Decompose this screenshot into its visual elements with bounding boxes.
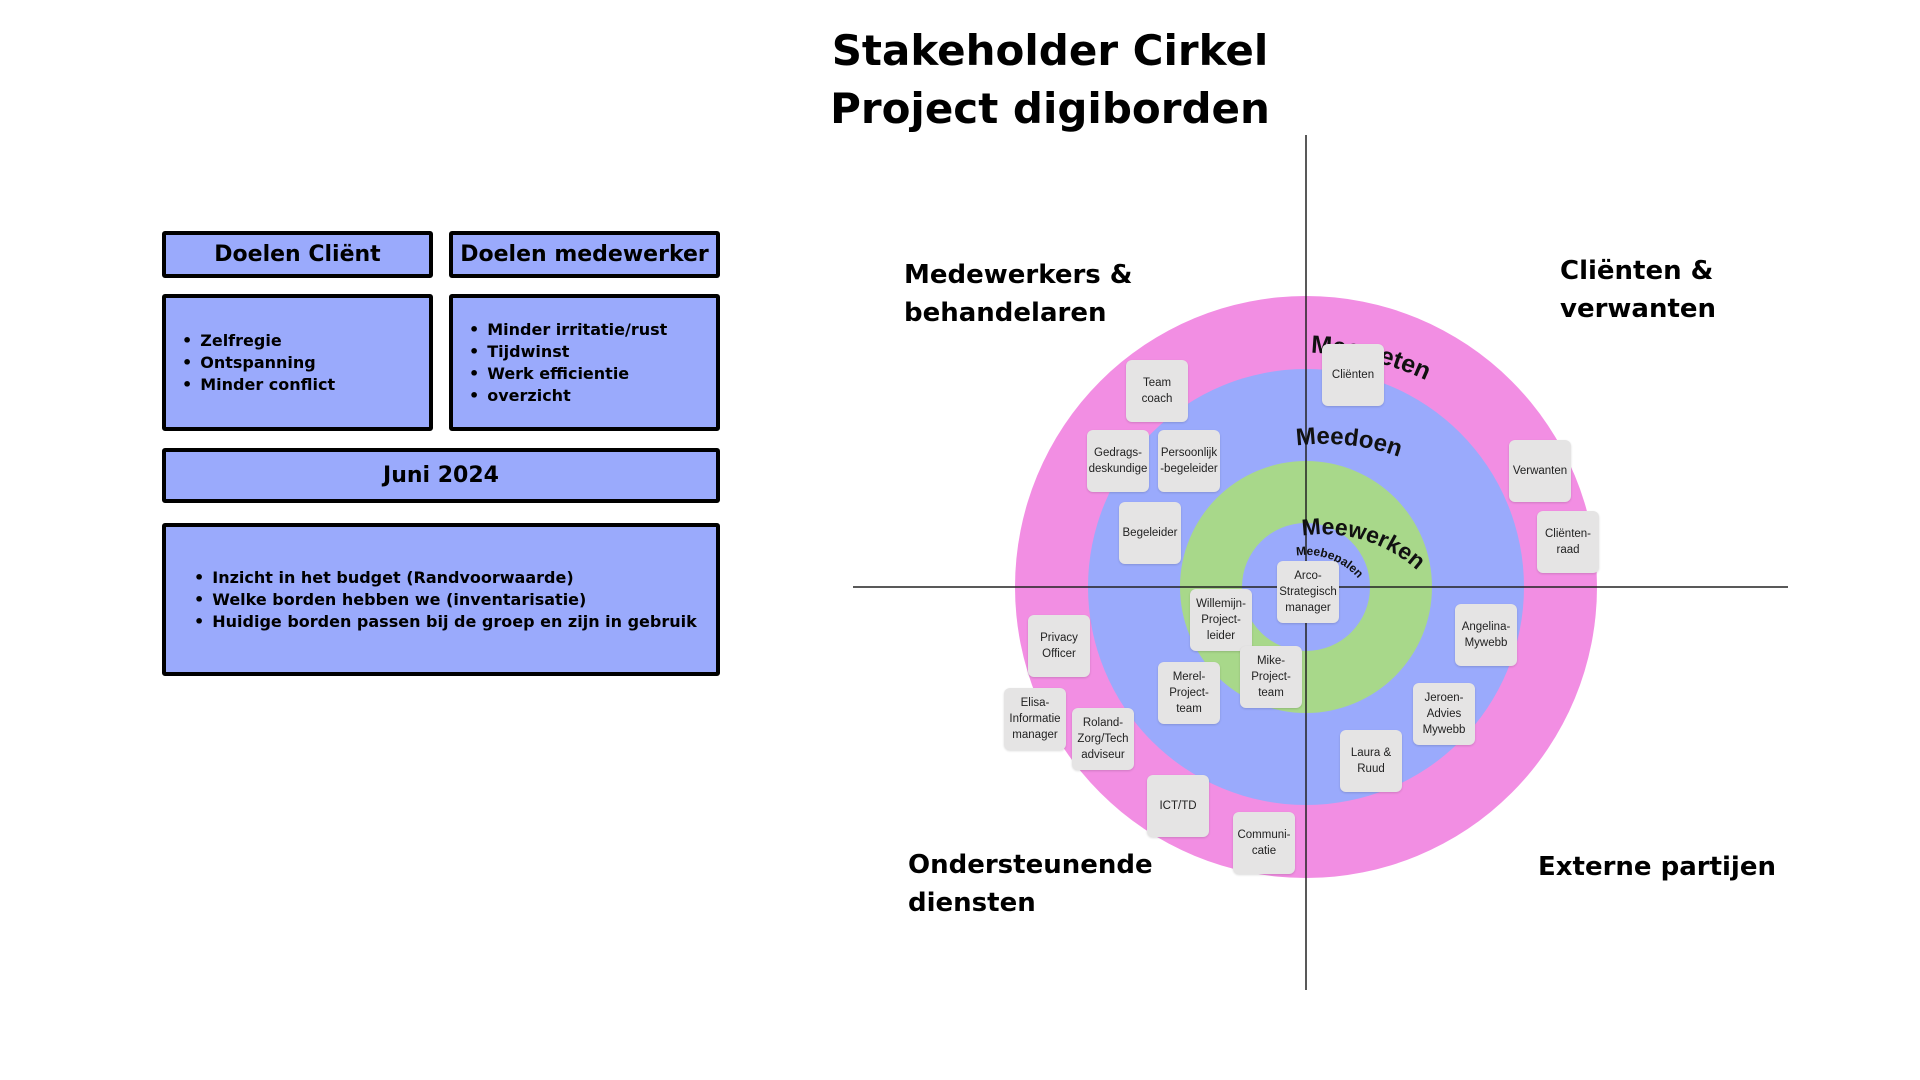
- stakeholder-note-willemijn: Willemijn- Project- leider: [1190, 589, 1252, 651]
- stakeholder-note-gedragsdeskundige: Gedrags- deskundige: [1087, 430, 1149, 492]
- list-item: Tijdwinst: [469, 341, 716, 363]
- stakeholder-note-elisa: Elisa- Informatie manager: [1004, 688, 1066, 750]
- list-item: Zelfregie: [182, 330, 429, 352]
- client-goals-box: Zelfregie Ontspanning Minder conflict: [162, 294, 433, 431]
- tasks-list: Inzicht in het budget (Randvoorwaarde) W…: [194, 567, 716, 633]
- stakeholder-note-persoonlijk-begeleider: Persoonlijk -begeleider: [1158, 430, 1220, 492]
- quadrant-label-top-right: Cliënten & verwanten: [1560, 256, 1717, 324]
- stakeholder-note-laura-ruud: Laura & Ruud: [1340, 730, 1402, 792]
- list-item: Minder conflict: [182, 374, 429, 396]
- client-goals-list: Zelfregie Ontspanning Minder conflict: [182, 330, 429, 396]
- quadrant-label-bottom-left: Ondersteunende diensten: [908, 850, 1153, 918]
- list-item: Minder irritatie/rust: [469, 319, 716, 341]
- client-goals-header: Doelen Cliënt: [162, 231, 433, 278]
- stakeholder-note-mike: Mike- Project- team: [1240, 646, 1302, 708]
- client-goals-header-text: Doelen Cliënt: [214, 242, 381, 267]
- stakeholder-note-clientenraad: Cliënten- raad: [1537, 511, 1599, 573]
- stakeholder-note-begeleider: Begeleider: [1119, 502, 1181, 564]
- title-line-2: Project digiborden: [830, 84, 1270, 133]
- quadrant-label-bottom-right: Externe partijen: [1538, 852, 1776, 882]
- stakeholder-note-ict-td: ICT/TD: [1147, 775, 1209, 837]
- stakeholder-note-privacy-officer: Privacy Officer: [1028, 615, 1090, 677]
- date-text: Juni 2024: [383, 463, 499, 488]
- stakeholder-note-roland: Roland- Zorg/Tech adviseur: [1072, 708, 1134, 770]
- stakeholder-note-team-coach: Team coach: [1126, 360, 1188, 422]
- tasks-box: Inzicht in het budget (Randvoorwaarde) W…: [162, 523, 720, 676]
- stakeholder-note-jeroen: Jeroen- Advies Mywebb: [1413, 683, 1475, 745]
- list-item: Welke borden hebben we (inventarisatie): [194, 589, 716, 611]
- list-item: Inzicht in het budget (Randvoorwaarde): [194, 567, 716, 589]
- employee-goals-box: Minder irritatie/rust Tijdwinst Werk eff…: [449, 294, 720, 431]
- stakeholder-note-clienten: Cliënten: [1322, 344, 1384, 406]
- list-item: Werk efficientie: [469, 363, 716, 385]
- quadrant-label-top-left: Medewerkers & behandelaren: [904, 260, 1133, 328]
- employee-goals-list: Minder irritatie/rust Tijdwinst Werk eff…: [469, 319, 716, 407]
- date-box: Juni 2024: [162, 448, 720, 503]
- stakeholder-note-merel: Merel- Project- team: [1158, 662, 1220, 724]
- employee-goals-header-text: Doelen medewerker: [460, 242, 709, 267]
- stakeholder-note-verwanten: Verwanten: [1509, 440, 1571, 502]
- employee-goals-header: Doelen medewerker: [449, 231, 720, 278]
- stakeholder-note-arco: Arco- Strategisch manager: [1277, 561, 1339, 623]
- stakeholder-note-communicatie: Communi- catie: [1233, 812, 1295, 874]
- page-title: Stakeholder Cirkel Project digiborden: [750, 22, 1350, 138]
- stakeholder-note-angelina: Angelina- Mywebb: [1455, 604, 1517, 666]
- title-line-1: Stakeholder Cirkel: [831, 26, 1269, 75]
- list-item: Ontspanning: [182, 352, 429, 374]
- list-item: overzicht: [469, 385, 716, 407]
- list-item: Huidige borden passen bij de groep en zi…: [194, 611, 716, 633]
